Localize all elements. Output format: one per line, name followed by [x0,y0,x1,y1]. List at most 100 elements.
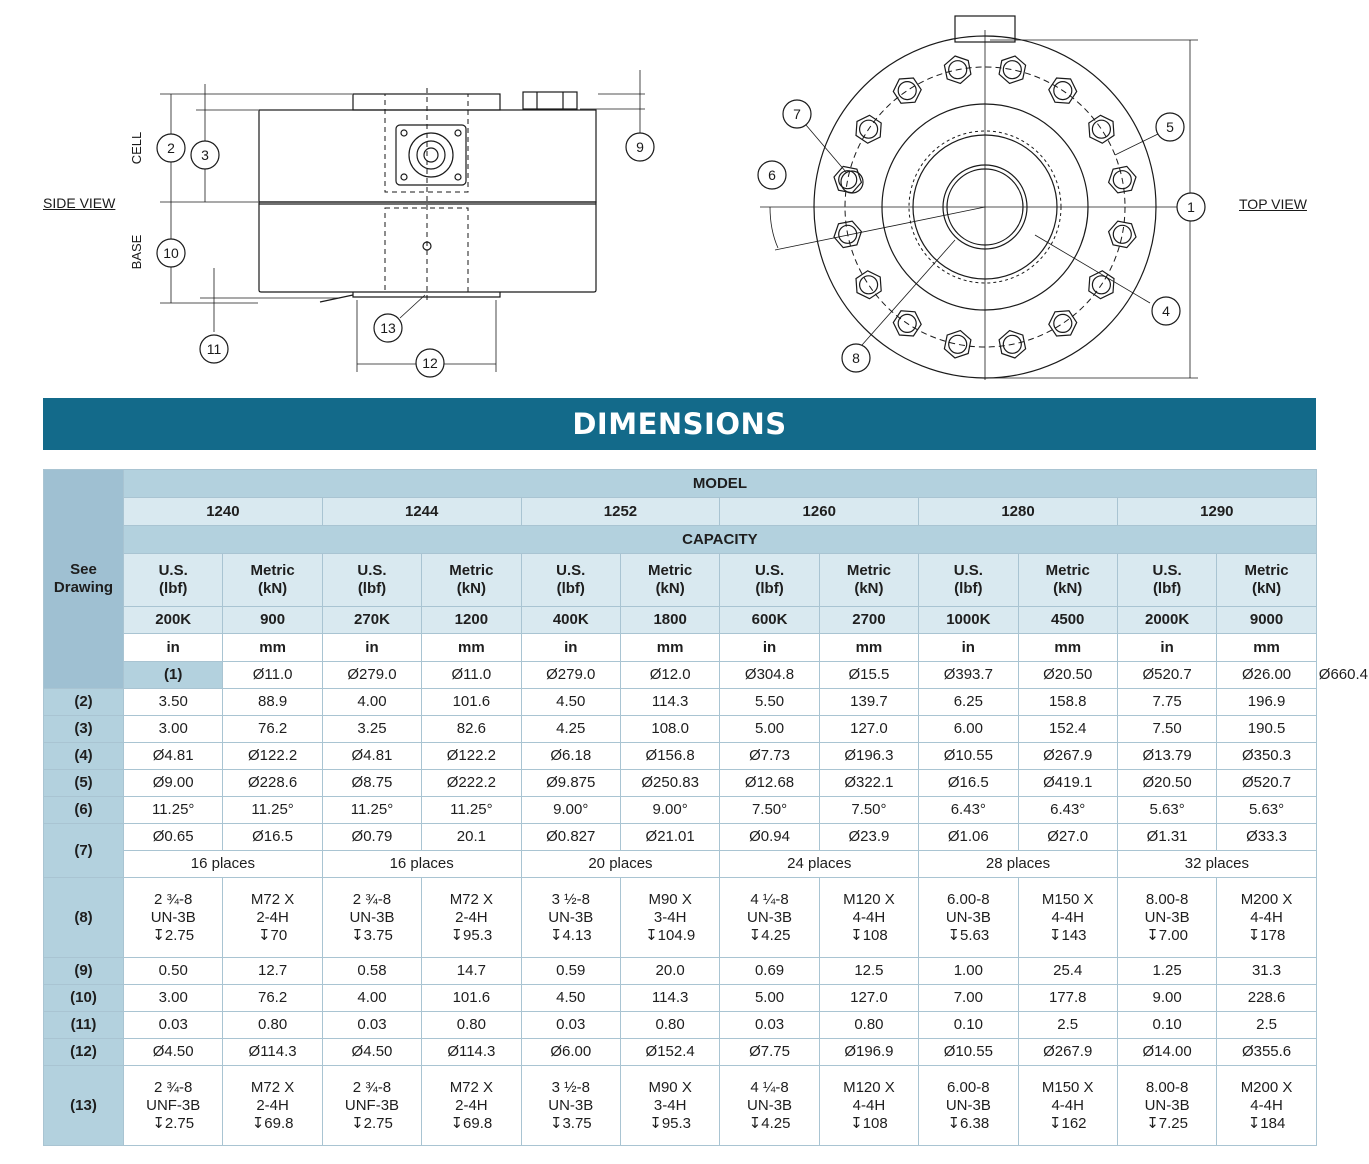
bolt-head [943,329,972,359]
table-cell: 1.00 [918,957,1019,985]
bolt-washer [858,119,879,139]
table-cell: Ø322.1 [818,769,920,797]
bolt-head [1107,165,1137,194]
row-label: (6) [43,796,124,824]
bolt-head [855,114,882,144]
table-cell: 11.25° [421,796,522,824]
dimension-unit: mm [818,633,920,662]
side-view-drawing: CELL BASE 2 3 9 10 11 12 13 [129,70,655,378]
table-cell: Ø4.81 [321,742,423,770]
table-cell: 4 ¼-8 UN-3B ↧4.25 [719,1065,820,1146]
table-cell: 12.5 [818,957,920,985]
capacity-value: 270K [321,606,423,634]
callout-5: 5 [1155,112,1185,142]
dimension-unit: in [719,633,820,662]
table-cell: Ø1.31 [1116,823,1218,851]
table-cell: 0.80 [421,1011,522,1039]
bolt-head [892,77,922,104]
table-cell: Ø27.0 [1017,823,1118,851]
table-cell: 8.00-8 UN-3B ↧7.25 [1116,1065,1218,1146]
us-unit-label: U.S. (lbf) [918,553,1019,607]
table-cell: 0.10 [918,1011,1019,1039]
model-number: 1252 [520,497,721,526]
table-cell: Ø16.5 [222,823,323,851]
table-cell: M72 X 2-4H ↧69.8 [421,1065,522,1146]
svg-text:3: 3 [201,147,209,163]
table-cell: Ø14.00 [1116,1038,1218,1066]
table-cell: 3.25 [321,715,423,743]
model-number: 1244 [321,497,522,526]
capacity-value: 600K [719,606,820,634]
table-cell: 6.43° [1017,796,1118,824]
table-cell: 0.80 [222,1011,323,1039]
metric-unit-label: Metric (kN) [421,553,522,607]
capacity-header: CAPACITY [123,525,1317,554]
table-cell: M200 X 4-4H ↧178 [1216,877,1317,958]
table-cell: M72 X 2-4H ↧70 [222,877,323,958]
table-cell: 5.50 [719,688,820,716]
table-cell: Ø26.00 [1216,661,1317,689]
table-cell: 114.3 [619,688,721,716]
table-cell: 4.25 [520,715,621,743]
table-cell: 4.00 [321,688,423,716]
table-row: (6)11.25°11.25°11.25°11.25°9.00°9.00°7.5… [43,796,1317,824]
table-cell: 196.9 [1216,688,1317,716]
table-cell: Ø222.2 [421,769,522,797]
table-cell: 11.25° [122,796,224,824]
row-label: (12) [43,1038,124,1066]
top-view-title: TOP VIEW [1239,196,1307,212]
table-cell: Ø122.2 [222,742,323,770]
bolt-head [833,220,863,249]
base-body [258,201,597,293]
table-cell: 7.00 [918,984,1019,1012]
table-cell: Ø122.2 [421,742,522,770]
table-cell: Ø23.9 [818,823,920,851]
table-cell: 9.00 [1116,984,1218,1012]
table-cell: Ø4.50 [122,1038,224,1066]
bolt-washer [1091,119,1112,139]
callout-10: 10 [156,238,186,268]
places-cell: 16 places [123,850,323,878]
table-cell: Ø250.83 [619,769,721,797]
places-cell: 28 places [918,850,1118,878]
places-cell: 24 places [719,850,920,878]
bolt-washer [1112,224,1132,244]
metric-unit-label: Metric (kN) [1017,553,1118,607]
table-cell: Ø0.827 [520,823,621,851]
callout-3: 3 [190,140,220,170]
table-cell: 5.63° [1216,796,1317,824]
table-cell: 0.03 [520,1011,621,1039]
table-cell: Ø114.3 [421,1038,522,1066]
table-cell: Ø6.00 [520,1038,621,1066]
table-cell: M150 X 4-4H ↧162 [1017,1065,1118,1146]
metric-unit-label: Metric (kN) [619,553,721,607]
table-cell: 0.03 [719,1011,820,1039]
table-cell: Ø11.0 [421,661,522,689]
bolt-washer [838,170,858,190]
dimension-unit: mm [1216,633,1317,662]
table-cell: 2 ¾-8 UNF-3B ↧2.75 [321,1065,423,1146]
row-label: (2) [43,688,124,716]
table-cell: 76.2 [222,715,323,743]
table-cell: 9.00° [619,796,721,824]
svg-text:6: 6 [768,167,776,183]
bolt-washer [1002,60,1022,80]
model-number: 1280 [918,497,1118,526]
bolt-head [892,310,922,337]
table-cell: 7.75 [1116,688,1218,716]
table-cell: 4 ¼-8 UN-3B ↧4.25 [719,877,820,958]
table-cell: Ø152.4 [619,1038,721,1066]
table-cell: M72 X 2-4H ↧69.8 [222,1065,323,1146]
table-cell: 5.00 [719,715,820,743]
places-cell: 32 places [1116,850,1317,878]
capacity-value: 1800 [619,606,721,634]
table-cell: 2 ¾-8 UNF-3B ↧2.75 [122,1065,224,1146]
dimension-unit: mm [1017,633,1118,662]
table-cell: M150 X 4-4H ↧143 [1017,877,1118,958]
table-cell: Ø228.6 [222,769,323,797]
